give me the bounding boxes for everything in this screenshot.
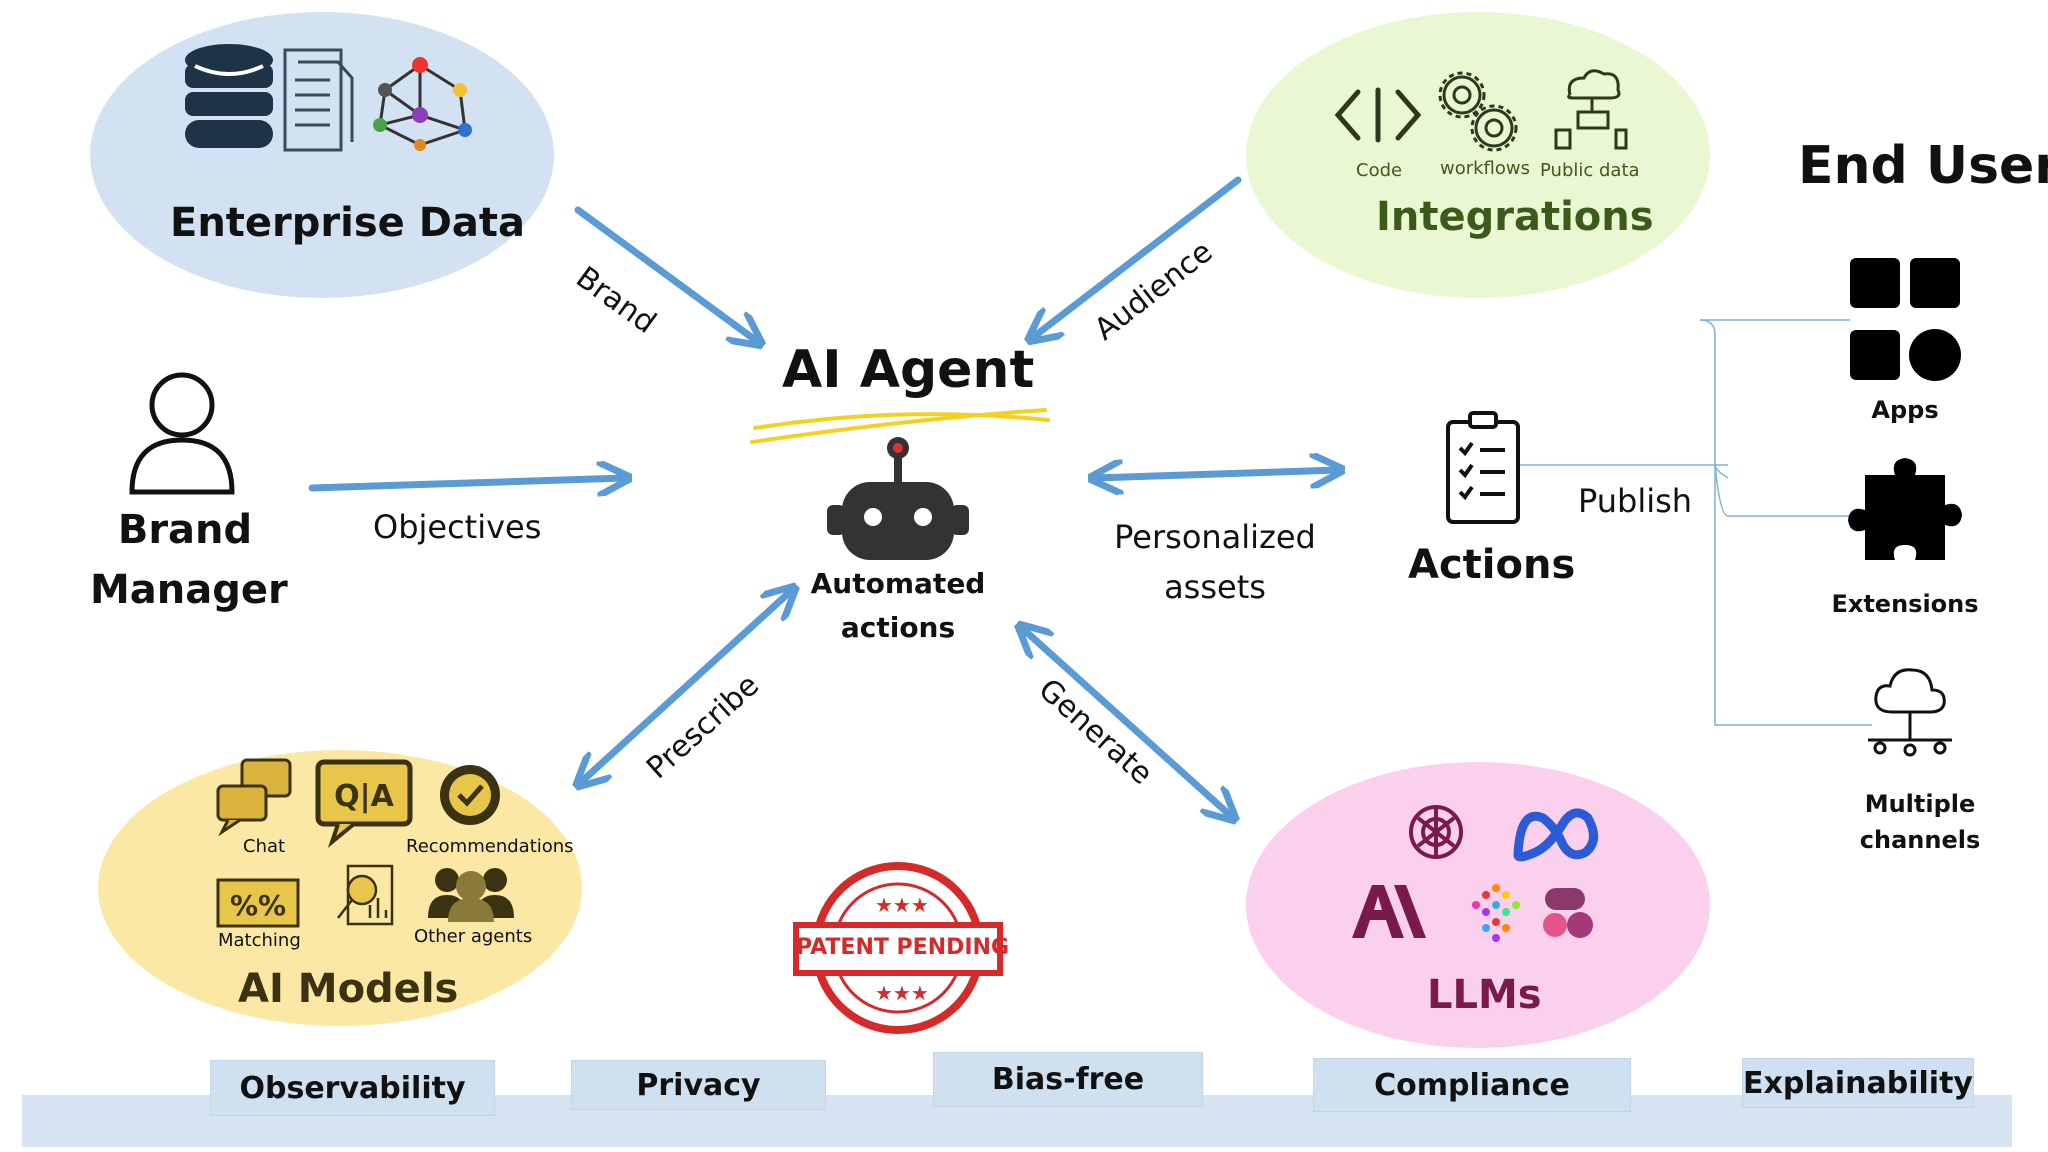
ai-agent-title: AI Agent	[782, 340, 1035, 400]
chat-icon	[216, 758, 292, 837]
llms-label: LLMs	[1427, 972, 1542, 1018]
arrow-audience	[1032, 176, 1242, 338]
end-user-title: End User	[1798, 136, 2048, 196]
openai-logo	[1409, 805, 1463, 859]
puzzle-extensions-icon	[1848, 458, 1962, 560]
svg-text:★★★: ★★★	[875, 893, 929, 917]
edge-label-objectives: Objectives	[373, 508, 542, 546]
patent-pending-text: PATENT PENDING	[796, 935, 1010, 960]
extensions-label: Extensions	[1831, 590, 1979, 618]
percent-matching-icon: %%	[216, 878, 300, 928]
automated-actions-label: Automated actions	[810, 567, 986, 644]
apps-icon	[1850, 258, 1961, 381]
ai-model-matching-label: Matching	[218, 930, 301, 951]
ai-model-other-agents-label: Other agents	[414, 926, 533, 947]
arrow-personalized	[1095, 470, 1338, 478]
badge-check-icon	[440, 765, 500, 825]
arrow-brand	[574, 206, 758, 342]
qa-icon: Q|A	[315, 759, 413, 848]
integration-code-label: Code	[1356, 160, 1403, 181]
integrations-blob	[1246, 12, 1710, 298]
principle-bias-free: Bias-free	[933, 1052, 1203, 1107]
ai-model-recommendations-label: Recommendations	[406, 836, 574, 857]
svg-text:%%: %%	[230, 889, 286, 922]
public-data-icon	[1554, 69, 1628, 150]
person-icon	[129, 372, 235, 495]
arrow-generate	[1022, 628, 1232, 817]
principle-observability: Observability	[210, 1060, 495, 1116]
ai-model-chat-label: Chat	[243, 836, 286, 857]
database-icon	[185, 44, 273, 148]
clipboard-checklist-icon	[1446, 411, 1520, 524]
other-agents-icon	[428, 868, 514, 922]
principle-explainability: Explainability	[1742, 1058, 1974, 1108]
apps-label: Apps	[1871, 396, 1939, 424]
patent-pending-stamp: ★★★ ★★★	[793, 862, 1003, 1034]
knowledge-graph-icon	[373, 57, 472, 151]
principle-compliance: Compliance	[1313, 1058, 1631, 1112]
enterprise-data-label: Enterprise Data	[170, 200, 526, 246]
enterprise-data-blob	[90, 12, 554, 298]
arrow-objectives	[308, 478, 625, 488]
publish-connector	[1518, 319, 1872, 726]
report-search-icon	[337, 864, 394, 926]
robot-icon	[827, 437, 969, 560]
integrations-label: Integrations	[1376, 194, 1654, 240]
title-underline	[750, 408, 1050, 444]
workflows-icon	[1438, 71, 1518, 152]
cloud-network-icon	[1868, 668, 1952, 757]
gemini-dots-logo	[1472, 884, 1520, 942]
document-icon	[283, 48, 354, 152]
edge-label-publish: Publish	[1578, 482, 1693, 520]
brand-manager-label: Brand Manager	[90, 507, 288, 613]
meta-logo	[1513, 808, 1598, 862]
actions-label: Actions	[1408, 542, 1576, 588]
integration-public-data-label: Public data	[1540, 160, 1640, 181]
integration-workflows-label: workflows	[1440, 158, 1531, 179]
edge-label-personalized-assets: Personalized assets	[1114, 518, 1316, 606]
anthropic-logo	[1352, 885, 1426, 938]
mistral-logo	[1543, 888, 1593, 938]
multiple-channels-label: Multiple channels	[1859, 790, 1981, 854]
svg-text:★★★: ★★★	[875, 981, 929, 1005]
ai-models-label: AI Models	[238, 966, 459, 1012]
arrow-prescribe	[580, 590, 792, 783]
code-icon	[1334, 87, 1422, 143]
principle-privacy: Privacy	[571, 1060, 826, 1110]
svg-text:Q|A: Q|A	[334, 779, 394, 814]
